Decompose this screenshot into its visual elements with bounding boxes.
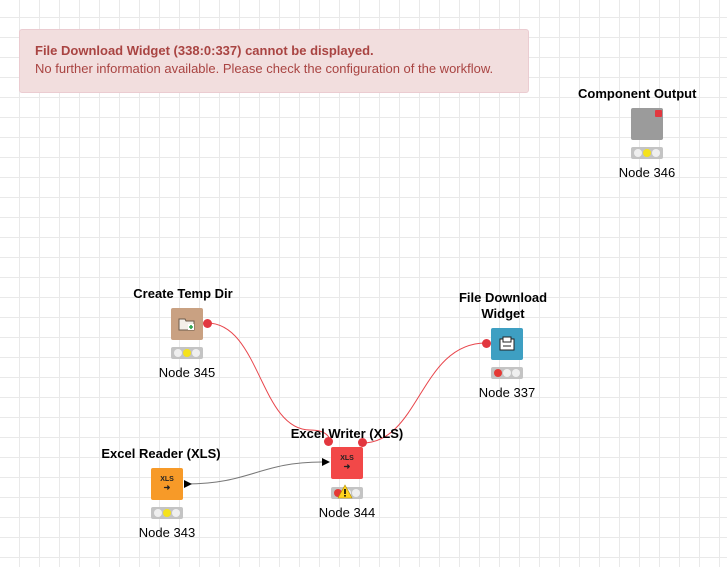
error-title: File Download Widget (338:0:337) cannot … — [35, 43, 374, 58]
data-port-arrow-reader-out — [184, 480, 192, 488]
node-344[interactable]: XLS ➜ — [331, 447, 363, 479]
node-346-status — [631, 147, 663, 159]
node-346-title: Component Output — [578, 86, 697, 101]
component-output-icon — [639, 114, 655, 134]
node-346-label: Node 346 — [618, 165, 676, 180]
warning-icon — [337, 484, 353, 499]
node-343-title: Excel Reader (XLS) — [101, 446, 221, 461]
node-343-label: Node 343 — [138, 525, 196, 540]
error-banner: File Download Widget (338:0:337) cannot … — [19, 29, 529, 93]
connection-create-temp-dir-to-excel-writer[interactable] — [206, 322, 331, 442]
node-337-title-line1: File Download — [458, 290, 548, 305]
node-344-title: Excel Writer (XLS) — [290, 426, 404, 441]
node-344-flow-in-port[interactable] — [324, 437, 333, 446]
node-344-label: Node 344 — [318, 505, 376, 520]
node-345-status — [171, 347, 203, 359]
node-337[interactable] — [491, 328, 523, 360]
folder-add-icon — [178, 318, 195, 331]
xls-reader-icon: XLS ➜ — [160, 476, 174, 492]
node-343-status — [151, 507, 183, 519]
node-343[interactable]: XLS ➜ — [151, 468, 183, 500]
node-337-title-line2: Widget — [481, 306, 525, 321]
node-345-output-port[interactable] — [203, 319, 212, 328]
node-337-input-port[interactable] — [482, 339, 491, 348]
connection-excel-writer-to-file-download[interactable] — [361, 342, 487, 444]
node-337-status — [491, 367, 523, 379]
connection-excel-reader-to-excel-writer[interactable] — [185, 461, 323, 485]
node-337-label: Node 337 — [478, 385, 536, 400]
node-345-label: Node 345 — [158, 365, 216, 380]
error-message: No further information available. Please… — [35, 61, 494, 76]
node-344-flow-out-port[interactable] — [358, 438, 367, 447]
node-345[interactable] — [171, 308, 203, 340]
node-346-input-port[interactable] — [655, 110, 662, 117]
xls-writer-icon: XLS ➜ — [340, 455, 354, 471]
node-345-title: Create Temp Dir — [133, 286, 233, 301]
download-widget-icon — [499, 336, 515, 351]
data-port-arrow-writer-in — [322, 458, 330, 466]
